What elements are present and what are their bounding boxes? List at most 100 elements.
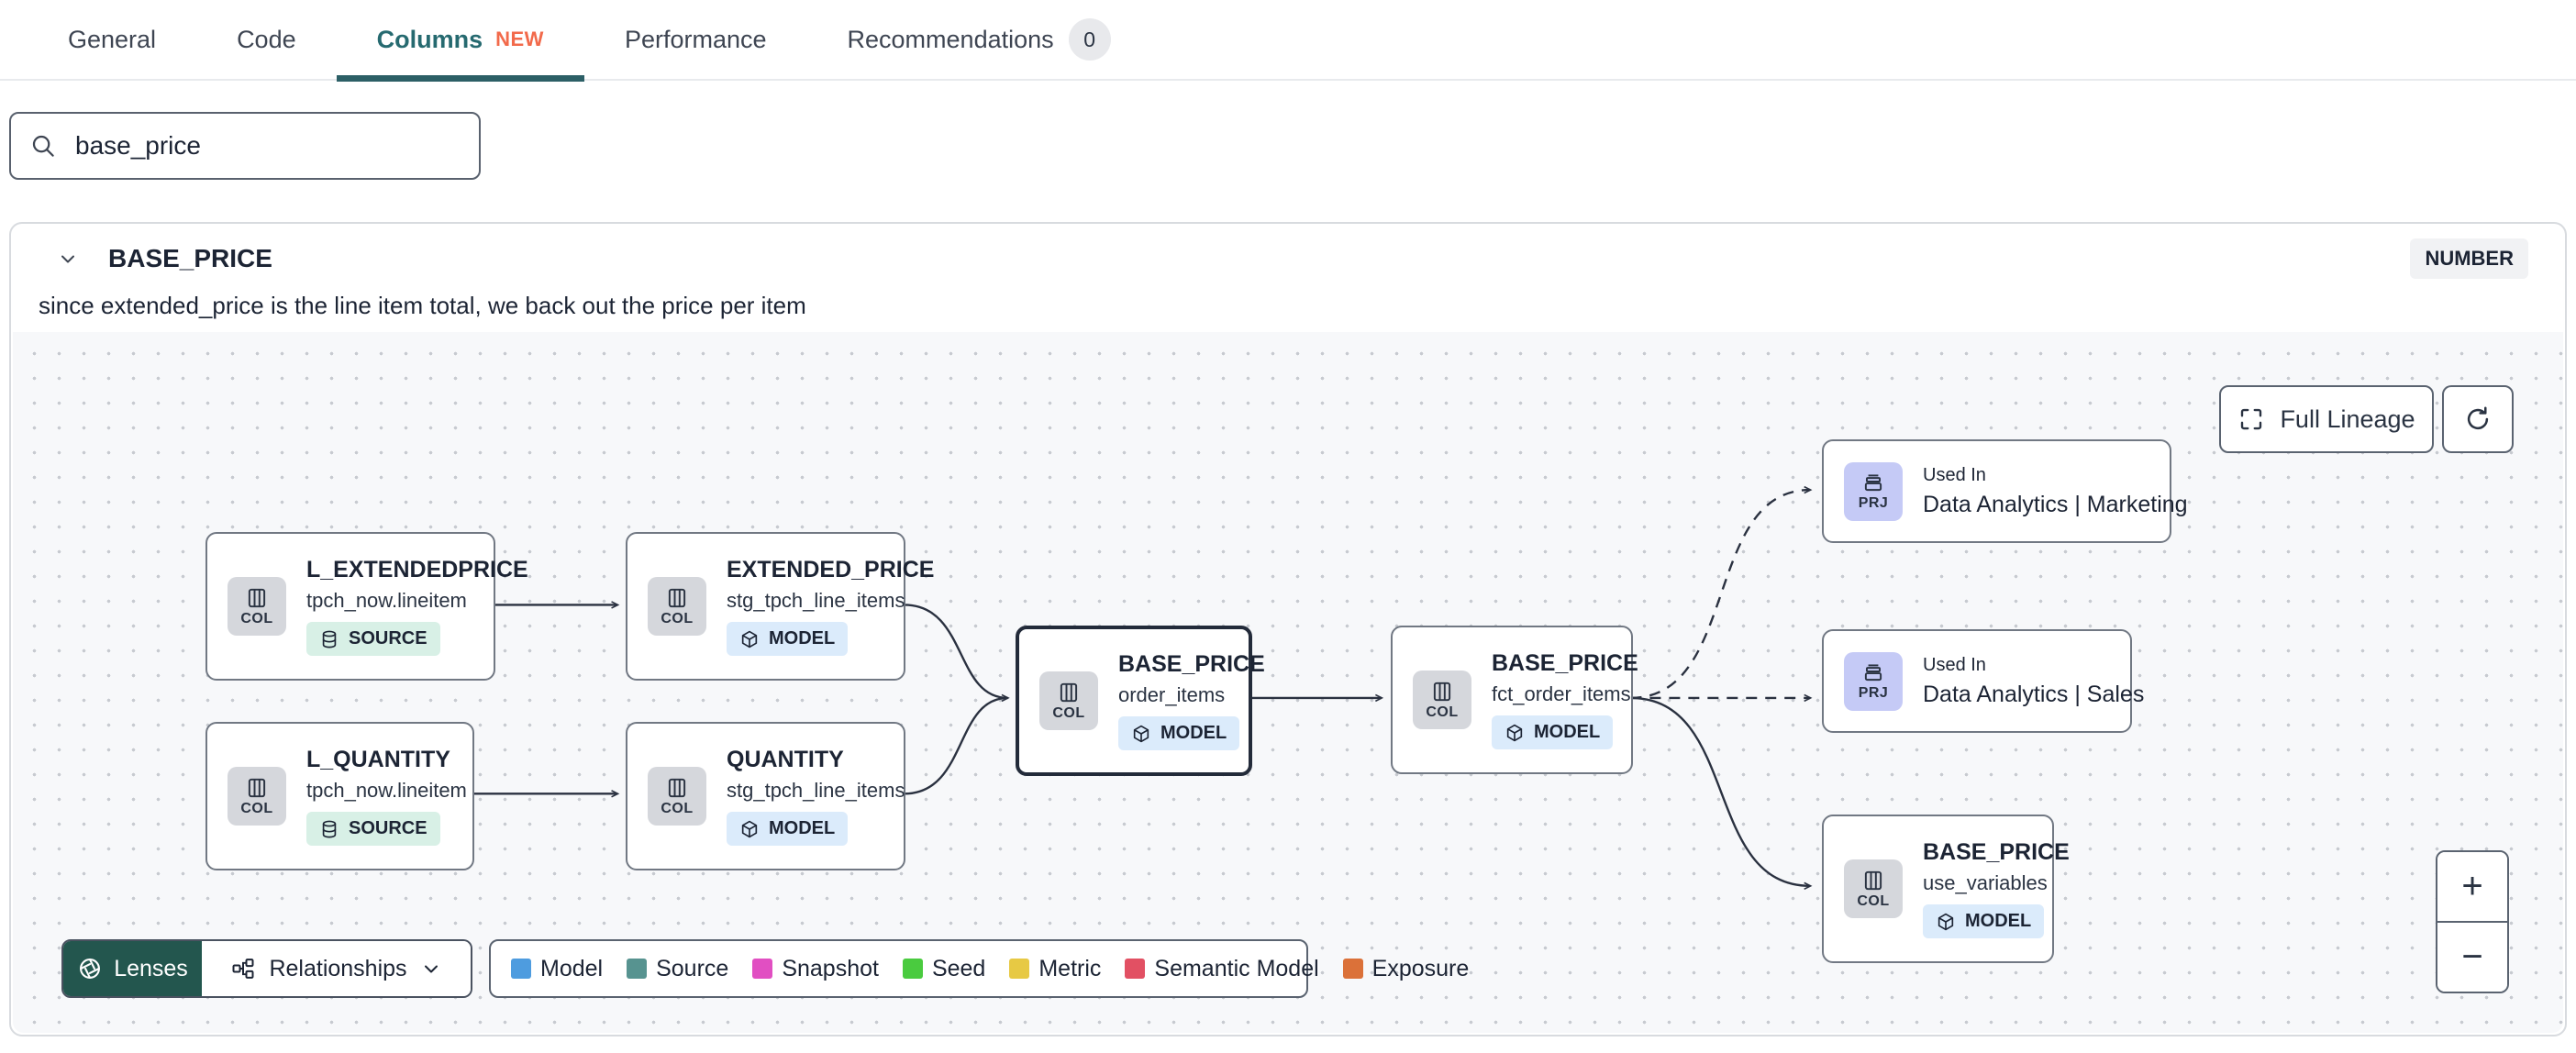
legend-swatch — [627, 959, 648, 979]
node-title: L_QUANTITY — [306, 747, 450, 772]
resource-label: MODEL — [1160, 723, 1227, 743]
badge-label: COL — [1857, 892, 1890, 909]
search-input[interactable] — [75, 131, 461, 161]
project-icon — [1864, 664, 1882, 682]
badge-label: COL — [1052, 704, 1085, 721]
expand-icon — [2241, 408, 2262, 430]
badge-label: COL — [1426, 704, 1459, 720]
column-icon — [1060, 682, 1078, 702]
legend-label: Semantic Model — [1154, 955, 1319, 981]
badge-label: PRJ — [1858, 685, 1889, 701]
tab-code[interactable]: Code — [196, 0, 337, 80]
collapse-chevron-icon[interactable] — [57, 248, 79, 270]
col-badge: COL — [648, 767, 706, 826]
lineage-node-base-price-order-items[interactable]: COL BASE_PRICE order_items MODEL — [1016, 626, 1265, 776]
used-in-label: Used In — [1923, 464, 1986, 485]
column-icon — [668, 588, 686, 607]
resource-pill: MODEL — [1923, 904, 2045, 938]
zoom-in-button[interactable]: + — [2437, 852, 2507, 923]
project-icon — [1864, 474, 1882, 492]
resource-pill: SOURCE — [306, 622, 440, 656]
badge-label: PRJ — [1858, 495, 1889, 511]
zoom-controls: + − — [2436, 850, 2509, 993]
lineage-node-used-in-marketing[interactable]: PRJ Used In Data Analytics | Marketing — [1822, 439, 2188, 543]
tab-label: Code — [237, 25, 296, 53]
legend-label: Snapshot — [782, 955, 879, 981]
lineage-node-quantity[interactable]: COL QUANTITY stg_tpch_line_items MODEL — [626, 722, 905, 870]
lineage-node-base-price-fct-order-items[interactable]: COL BASE_PRICE fct_order_items MODEL — [1391, 626, 1638, 774]
legend-swatch — [1342, 959, 1363, 979]
node-subtitle: tpch_now.lineitem — [306, 589, 467, 612]
model-cube-icon — [741, 630, 758, 648]
col-badge: COL — [228, 767, 286, 826]
tab-performance[interactable]: Performance — [584, 0, 807, 80]
model-cube-icon — [1133, 725, 1149, 742]
column-type-badge: NUMBER — [2410, 238, 2528, 279]
refresh-button[interactable] — [2442, 385, 2514, 453]
database-icon — [322, 820, 337, 837]
column-panel: BASE_PRICE NUMBER since extended_price i… — [9, 222, 2567, 1036]
lineage-canvas[interactable]: Full Lineage COL L_EXTENDEDPRICE tpch_no… — [13, 332, 2563, 1033]
used-in-label: Used In — [1923, 654, 1986, 675]
legend-swatch — [1125, 959, 1146, 979]
zoom-out-button[interactable]: − — [2437, 923, 2507, 992]
column-icon — [248, 778, 266, 797]
badge-label: COL — [240, 800, 273, 816]
relationships-dropdown[interactable]: Relationships — [202, 941, 471, 996]
tab-columns[interactable]: Columns NEW — [336, 0, 585, 82]
column-name: BASE_PRICE — [108, 244, 272, 272]
column-icon — [1433, 682, 1451, 701]
tab-bar: General Code Columns NEW Performance Rec… — [0, 0, 2576, 82]
database-icon — [322, 630, 337, 648]
aperture-icon — [80, 959, 101, 979]
legend-label: Model — [540, 955, 604, 981]
column-description: since extended_price is the line item to… — [39, 292, 806, 319]
node-subtitle: stg_tpch_line_items — [727, 589, 905, 612]
relationships-icon — [232, 959, 254, 979]
legend-item-metric: Metric — [1009, 956, 1101, 982]
node-title: EXTENDED_PRICE — [727, 557, 935, 582]
legend-item-snapshot: Snapshot — [752, 956, 879, 982]
chevron-down-icon — [424, 965, 438, 973]
model-cube-icon — [741, 820, 758, 837]
resource-label: SOURCE — [349, 628, 427, 648]
tab-label: Columns — [376, 25, 483, 53]
node-title: BASE_PRICE — [1118, 651, 1265, 677]
legend-label: Exposure — [1371, 955, 1470, 981]
resource-pill: MODEL — [727, 622, 849, 656]
model-cube-icon — [1938, 913, 1954, 930]
lineage-node-l-extendedprice[interactable]: COL L_EXTENDEDPRICE tpch_now.lineitem SO… — [205, 532, 528, 681]
col-badge: COL — [648, 577, 706, 636]
badge-label: COL — [240, 610, 273, 626]
model-cube-icon — [1506, 724, 1523, 741]
legend-item-semantic-model: Semantic Model — [1125, 955, 1319, 982]
full-lineage-button[interactable]: Full Lineage — [2219, 385, 2434, 453]
prj-badge: PRJ — [1844, 651, 1903, 711]
tab-recommendations[interactable]: Recommendations 0 — [807, 0, 1151, 80]
legend-item-model: Model — [511, 956, 603, 982]
badge-label: COL — [661, 800, 694, 816]
col-badge: COL — [228, 577, 286, 636]
resource-pill: SOURCE — [306, 812, 440, 846]
node-subtitle: order_items — [1118, 683, 1226, 706]
column-icon — [1864, 870, 1882, 890]
lenses-button[interactable]: Lenses — [63, 941, 202, 996]
tab-label: Recommendations — [847, 25, 1054, 53]
legend-item-seed: Seed — [902, 956, 985, 982]
node-subtitle: tpch_now.lineitem — [306, 779, 467, 802]
legend-label: Metric — [1038, 955, 1102, 981]
lineage-node-used-in-sales[interactable]: PRJ Used In Data Analytics | Sales — [1822, 629, 2144, 733]
relationships-label: Relationships — [269, 955, 407, 981]
resource-label: SOURCE — [349, 818, 427, 838]
node-subtitle: use_variables — [1923, 871, 2048, 894]
node-title: BASE_PRICE — [1492, 650, 1638, 676]
col-badge: COL — [1039, 671, 1098, 730]
legend-item-source: Source — [627, 956, 728, 982]
lineage-node-extended-price[interactable]: COL EXTENDED_PRICE stg_tpch_line_items M… — [626, 532, 934, 681]
tab-general[interactable]: General — [28, 0, 196, 80]
lineage-node-l-quantity[interactable]: COL L_QUANTITY tpch_now.lineitem SOURCE — [205, 722, 474, 870]
lineage-node-base-price-use-variables[interactable]: COL BASE_PRICE use_variables MODEL — [1822, 815, 2070, 963]
resource-label: MODEL — [1534, 722, 1601, 742]
column-search — [9, 112, 481, 180]
